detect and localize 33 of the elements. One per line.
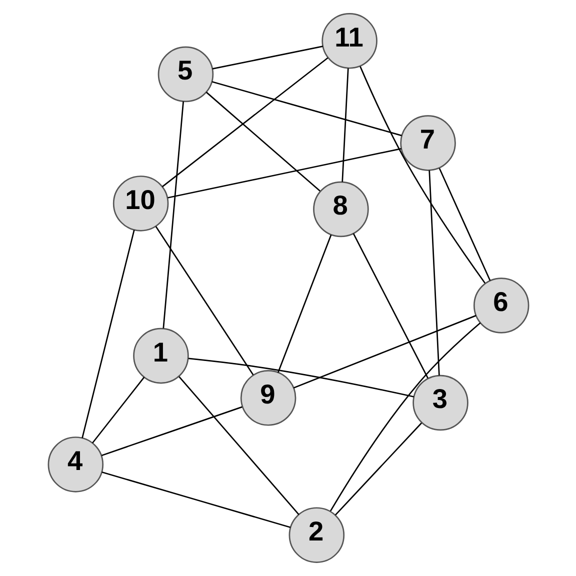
node-circle: 8 — [312, 181, 368, 238]
connector — [161, 57, 328, 188]
node-circle: 6 — [472, 278, 529, 334]
connector — [154, 226, 254, 376]
connector — [438, 168, 490, 281]
connector — [162, 101, 184, 328]
node-circle: 5 — [157, 46, 214, 102]
connector — [341, 68, 348, 182]
connector — [276, 234, 332, 373]
connector — [334, 422, 422, 516]
node-circle: 3 — [412, 374, 468, 431]
connector — [167, 148, 401, 198]
connector — [188, 358, 414, 398]
node-circle: 2 — [288, 507, 344, 563]
connector — [100, 406, 242, 456]
node-circle: 10 — [112, 176, 168, 232]
node-circle: 11 — [321, 13, 377, 69]
node-circle: 1 — [132, 328, 188, 384]
connector — [178, 376, 299, 515]
connector — [352, 233, 428, 379]
connector — [205, 92, 320, 192]
node-circle: 9 — [240, 370, 296, 426]
connector — [329, 322, 480, 512]
connector — [428, 170, 440, 376]
node-circle: 7 — [400, 115, 456, 171]
connector — [101, 471, 290, 528]
connector — [211, 81, 402, 136]
connector — [91, 376, 144, 444]
connector — [81, 230, 134, 438]
connector — [292, 314, 476, 388]
connector — [212, 46, 323, 70]
node-circle: 4 — [47, 436, 104, 492]
connector — [359, 66, 486, 284]
